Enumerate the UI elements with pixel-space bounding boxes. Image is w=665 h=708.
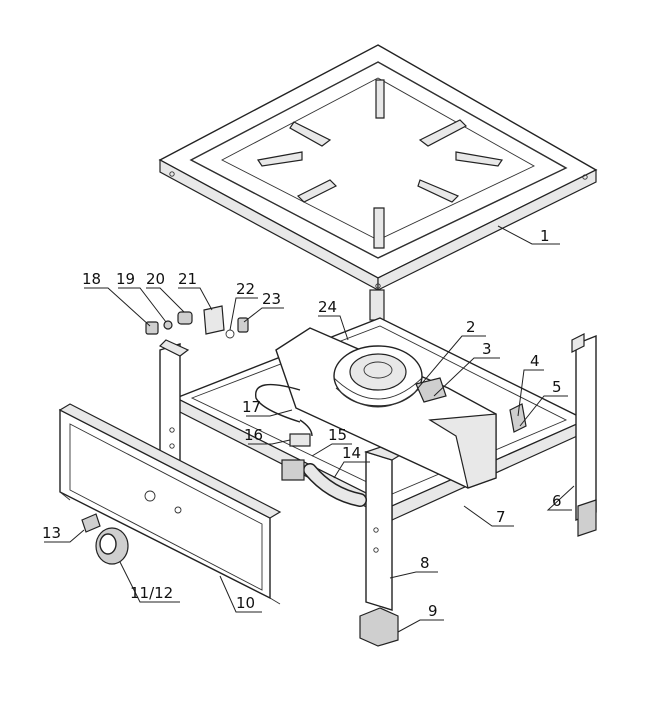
control-knob — [81, 513, 129, 565]
callout-labels: 1 2 3 4 5 6 7 8 9 10 11/12 13 14 15 16 1… — [42, 227, 562, 620]
callout-6: 6 — [552, 492, 562, 510]
top-frame — [158, 44, 598, 292]
callout-16: 16 — [244, 426, 263, 444]
callout-24: 24 — [318, 298, 337, 316]
callout-20: 20 — [146, 270, 165, 288]
callout-8: 8 — [420, 554, 430, 572]
callout-4: 4 — [530, 352, 540, 370]
callout-9: 9 — [428, 602, 438, 620]
front-panel — [58, 403, 282, 605]
callout-1: 1 — [540, 227, 550, 245]
callout-21: 21 — [178, 270, 197, 288]
callout-17: 17 — [242, 398, 261, 416]
callout-22: 22 — [236, 280, 255, 298]
callout-13: 13 — [42, 524, 61, 542]
callout-18: 18 — [82, 270, 101, 288]
center-post — [369, 289, 385, 321]
callout-7: 7 — [496, 508, 506, 526]
callout-14: 14 — [342, 444, 361, 462]
fittings — [145, 305, 249, 339]
callout-19: 19 — [116, 270, 135, 288]
callout-23: 23 — [262, 290, 281, 308]
callout-10: 10 — [236, 594, 255, 612]
callout-15: 15 — [328, 426, 347, 444]
callout-2: 2 — [466, 318, 476, 336]
callout-3: 3 — [482, 340, 492, 358]
burner-assembly — [255, 327, 527, 507]
callout-11-12: 11/12 — [130, 584, 173, 602]
callout-5: 5 — [552, 378, 562, 396]
leader-lines — [44, 225, 575, 633]
